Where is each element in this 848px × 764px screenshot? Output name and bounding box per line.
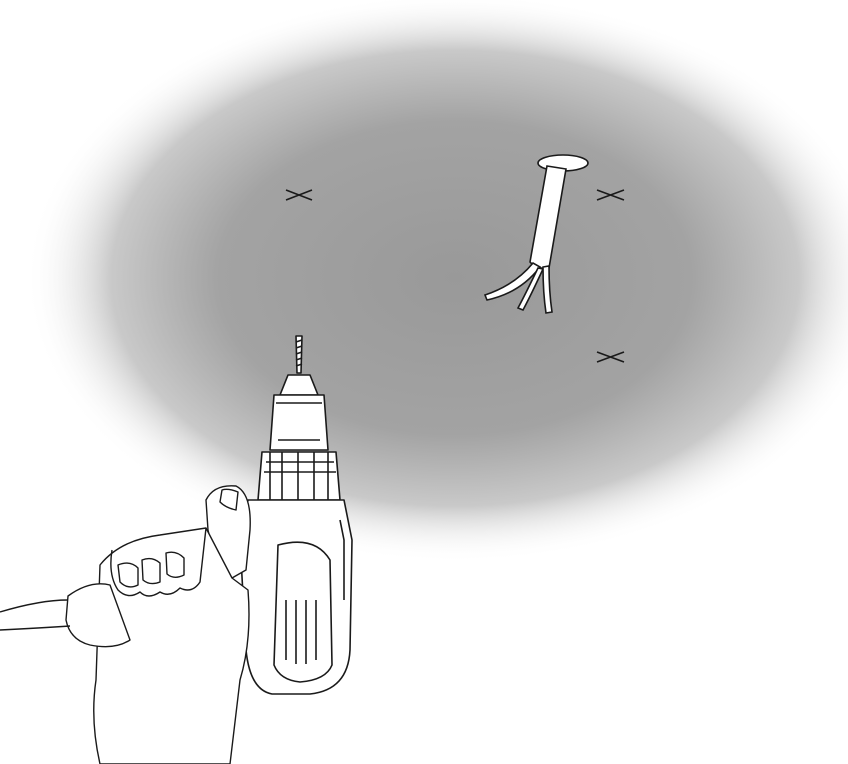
- ceiling-shadow: [25, 0, 848, 563]
- drill-body: [240, 500, 352, 694]
- power-cord: [0, 600, 70, 630]
- hand: [0, 486, 250, 764]
